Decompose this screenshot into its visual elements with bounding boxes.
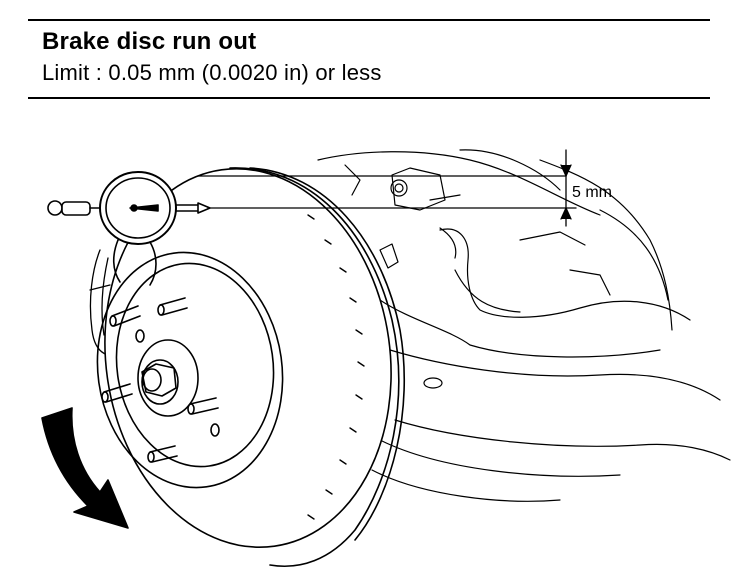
suspension-background	[317, 149, 731, 502]
limit-spec: Limit : 0.05 mm (0.0020 in) or less	[42, 60, 382, 85]
rotation-arrow-icon	[41, 407, 129, 529]
header-bottom-rule	[28, 97, 710, 99]
page-title: Brake disc run out	[42, 28, 257, 55]
brake-disc-runout-illustration: 5 mm	[41, 149, 731, 568]
top-rule	[28, 19, 710, 21]
wheel-studs	[101, 297, 219, 463]
dimension-label: 5 mm	[572, 184, 612, 201]
dimension-lines	[197, 149, 577, 227]
dial-indicator-icon	[47, 171, 211, 286]
brake-disc-icon	[96, 167, 406, 568]
